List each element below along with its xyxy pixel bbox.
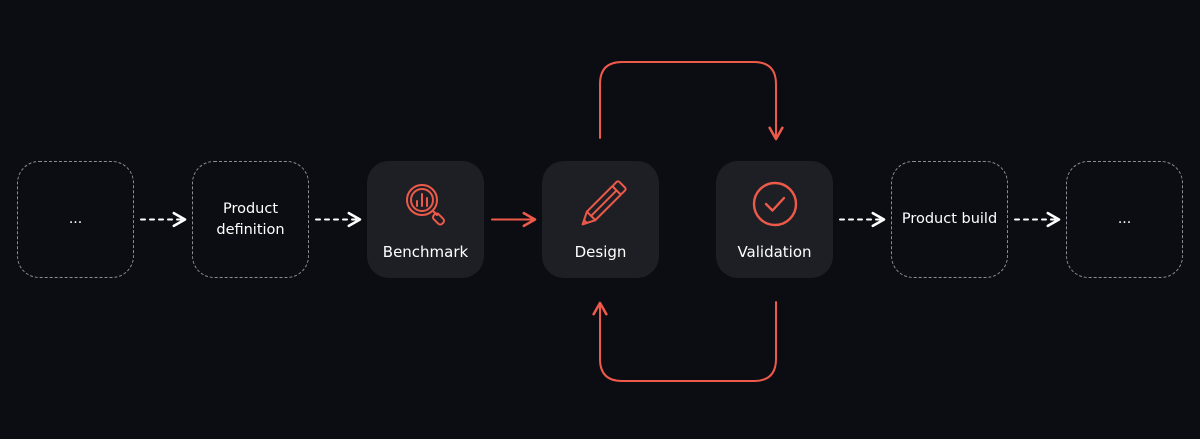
node-label: Product definition (216, 200, 285, 238)
node-label: Benchmark (382, 243, 469, 261)
node-end: ... (1066, 161, 1183, 278)
magnifier-chart-icon (405, 184, 445, 226)
node-benchmark: Benchmark (367, 161, 484, 278)
node-product-build: Product build (891, 161, 1008, 278)
loop-arrow-top (599, 61, 784, 141)
node-validation: Validation (716, 161, 833, 278)
node-label: Validation (737, 243, 812, 261)
node-label: ... (68, 211, 83, 227)
pencil-icon (581, 180, 627, 226)
node-start: ... (17, 161, 134, 278)
node-label: Product build (901, 211, 998, 227)
node-label: ... (1117, 211, 1132, 227)
loop-arrow-bottom (592, 301, 777, 382)
check-circle-icon (752, 181, 797, 227)
node-design: Design (542, 161, 659, 278)
node-product-definition: Product definition (192, 161, 309, 278)
node-label: Design (574, 243, 627, 261)
